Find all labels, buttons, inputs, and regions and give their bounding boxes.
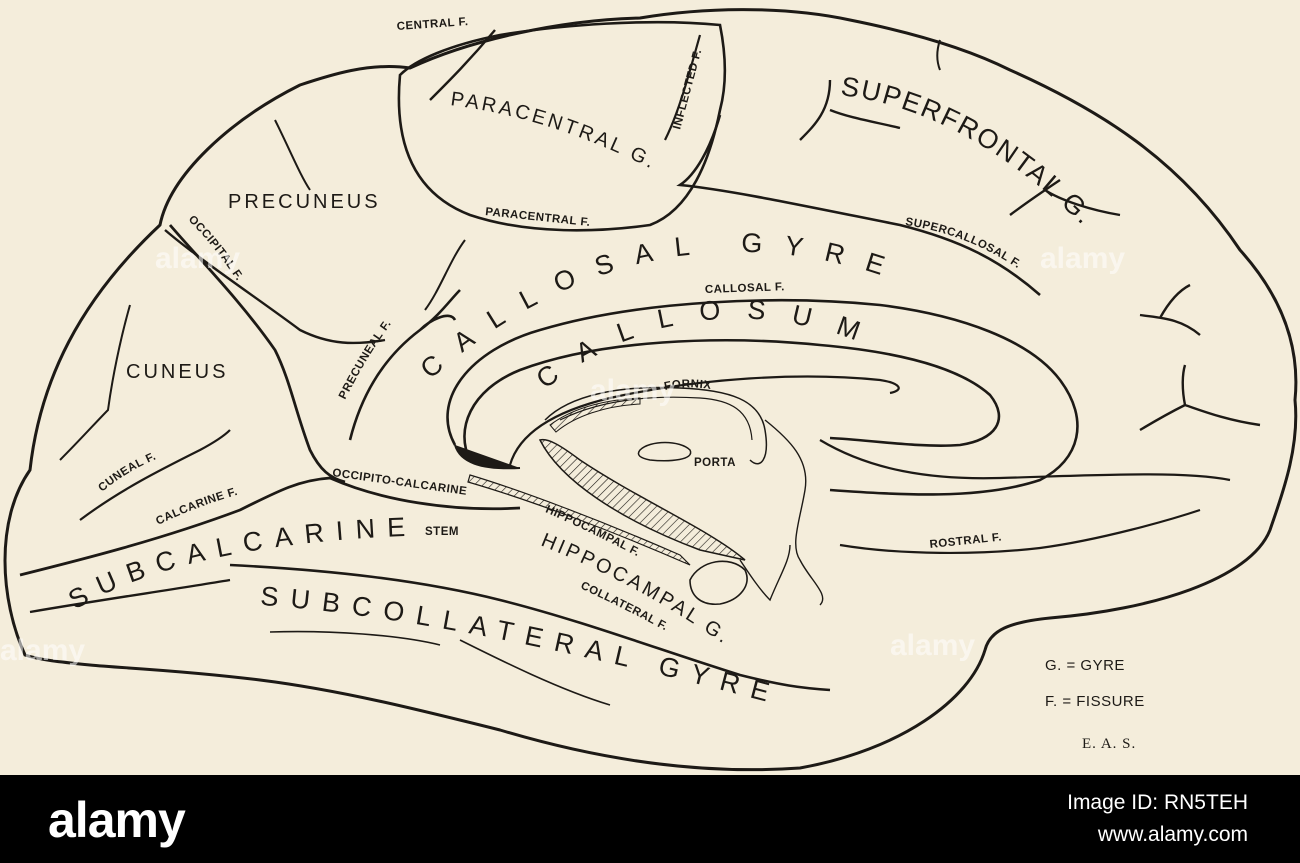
superfrontal-sulcus-2	[936, 39, 941, 71]
collateral-fissure	[229, 563, 831, 692]
subcollateral-sulcus-1	[269, 630, 441, 646]
alamy-logo[interactable]: alamy	[48, 792, 186, 848]
watermark-left: alamy	[0, 634, 85, 667]
watermark-center: alamy	[590, 374, 675, 407]
footer-bar: alamy Image ID: RN5TEH www.alamy.com	[0, 775, 1300, 863]
cuneal-fissure	[79, 429, 231, 521]
fornix-outline	[544, 386, 767, 465]
hippocampal-band	[538, 438, 746, 561]
chiasm	[739, 544, 791, 602]
site-url[interactable]: www.alamy.com	[1097, 823, 1248, 846]
label-precuneal-f: PRECUNEAL F.	[337, 318, 394, 401]
label-cuneus: CUNEUS	[126, 361, 228, 383]
precuneal-branch	[424, 239, 466, 311]
label-central-f: CENTRAL F.	[396, 16, 469, 33]
porta-outline	[637, 441, 692, 462]
inflected-fissure	[664, 34, 702, 141]
label-precuneus: PRECUNEUS	[228, 191, 381, 213]
key-gyre: G. = GYRE	[1045, 657, 1125, 674]
label-calcarine-f: CALCARINE F.	[154, 486, 239, 528]
label-supercallosal-f: SUPERCALLOSAL F.	[905, 216, 1024, 271]
label-subcollateral-gyre: SUBCOLLATERAL GYRE	[259, 581, 784, 711]
label-subcalcarine-g: SUBCALCARINE G.	[0, 0, 437, 615]
occipital-fissure	[168, 224, 346, 484]
uncus	[689, 560, 748, 605]
artist-initials: E. A. S.	[1082, 736, 1136, 752]
callosum-splenium	[454, 444, 521, 470]
watermark-center-left: alamy	[155, 242, 240, 275]
fornix-hatch	[549, 397, 641, 433]
label-occipito-calcarine: OCCIPITO-CALCARINE	[332, 467, 468, 498]
rostral-upper	[819, 439, 1231, 482]
image-id: Image ID: RN5TEH	[1067, 791, 1248, 814]
hemisphere-outline	[3, 8, 1298, 772]
cuneus-sulcus	[59, 304, 131, 461]
hippocampal-fissure-hatch	[467, 474, 691, 566]
corpus-callosum	[463, 339, 1001, 461]
brain-svg: CENTRAL F. INFLECTED F. PARACENTRAL G. P…	[0, 0, 1298, 772]
label-paracentral-f: PARACENTRAL F.	[485, 206, 591, 229]
rostral-fissure	[839, 508, 1201, 555]
label-callosal-f: CALLOSAL F.	[705, 281, 785, 296]
watermark-right: alamy	[1040, 242, 1125, 275]
superfrontal-sulcus-4	[1139, 283, 1201, 336]
callosum-inner	[508, 375, 900, 466]
label-porta: PORTA	[694, 457, 736, 469]
superfrontal-sulcus-5	[1139, 364, 1261, 432]
calcarine-fissure	[19, 476, 521, 577]
precuneal-fissure	[348, 289, 461, 441]
label-rostral-f: ROSTRAL F.	[929, 531, 1002, 551]
precuneus-sulcus	[274, 119, 311, 191]
subcalcarine-lower	[29, 578, 231, 614]
label-paracentral-g: PARACENTRAL G.	[449, 88, 660, 174]
brain-diagram: CENTRAL F. INFLECTED F. PARACENTRAL G. P…	[0, 0, 1298, 772]
callosal-fissure	[446, 299, 1079, 496]
central-fissure	[429, 29, 496, 101]
watermark-lower-right: alamy	[890, 629, 975, 662]
superfrontal-sulcus-3	[1009, 179, 1121, 217]
label-stem: STEM	[425, 526, 459, 538]
superfrontal-sulcus-1	[799, 79, 901, 141]
label-inflected-f: INFLECTED F.	[671, 48, 704, 131]
key-fissure: F. = FISSURE	[1045, 693, 1145, 710]
subcollateral-sulcus-2	[459, 639, 611, 706]
paracentral-fissure	[676, 114, 1041, 296]
label-callosum: CALLOSUM	[531, 294, 889, 394]
anterior-commissure	[764, 419, 824, 606]
